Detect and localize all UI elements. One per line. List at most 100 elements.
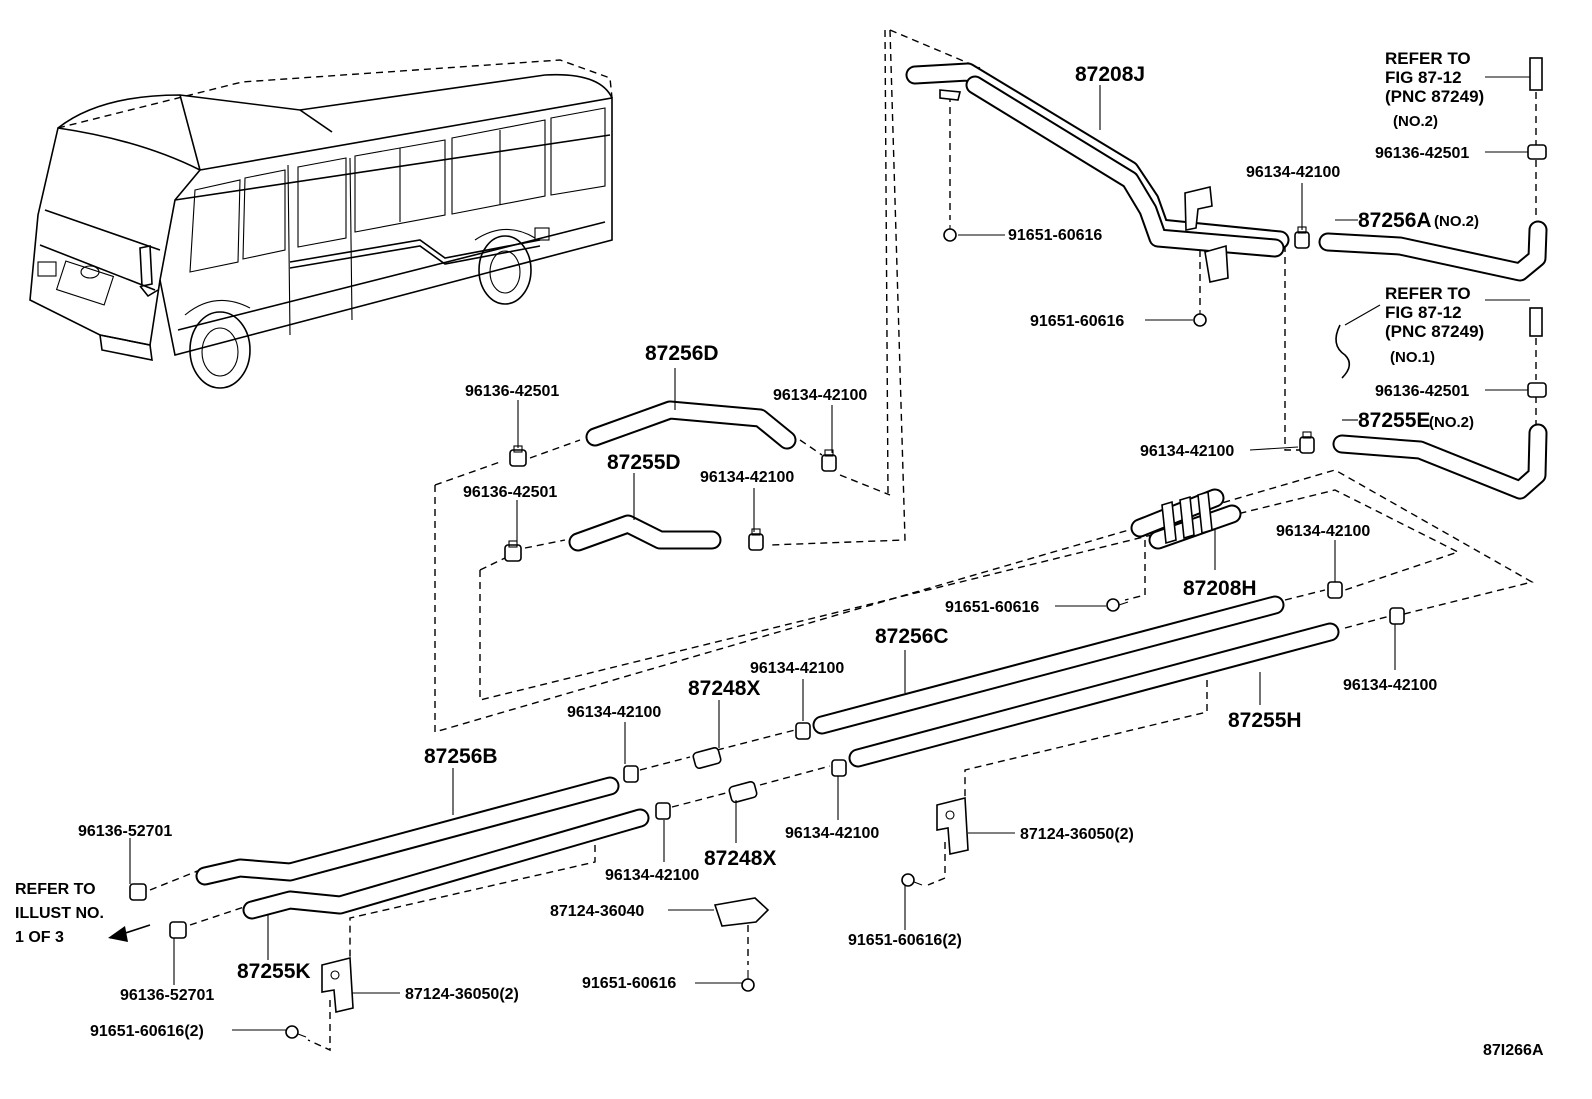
bolt (741, 970, 755, 992)
label-96134-m2: 96134-42100 (567, 704, 661, 721)
label-87255d: 87255D (607, 451, 681, 474)
label-87256c: 87256C (875, 625, 949, 648)
clamp (1299, 431, 1315, 454)
arrow-head-icon (108, 926, 128, 942)
ref-top-line4: (NO.2) (1393, 113, 1438, 130)
label-87208j: 87208J (1075, 63, 1145, 86)
label-91651-a: 91651-60616 (1008, 227, 1102, 244)
label-96136-l1: 96136-52701 (78, 823, 172, 840)
pipe-stub (1529, 307, 1543, 337)
bracket-87124 (321, 956, 354, 1013)
figure-id: 87I266A (1483, 1042, 1544, 1059)
ref-top-line1: REFER TO (1385, 49, 1471, 68)
label-96134-rr: 96134-42100 (1276, 523, 1370, 540)
clamp (748, 528, 764, 551)
label-96136-r2: 96136-42501 (1375, 383, 1469, 400)
label-96136-l2: 96136-52701 (120, 987, 214, 1004)
label-87124-b: 87124-36040 (550, 903, 644, 920)
clamp (504, 540, 522, 562)
label-96134-rr2: 96134-42100 (1343, 677, 1437, 694)
hose-87255h (848, 622, 1340, 768)
hose-87256a (1318, 220, 1548, 282)
label-96136-mb: 96136-42501 (463, 484, 557, 501)
label-87256a: 87256A (1358, 209, 1432, 232)
label-96136-r1: 96136-42501 (1375, 145, 1469, 162)
clamp (655, 802, 671, 820)
clamp (129, 883, 147, 901)
ref-left-line1: REFER TO (15, 881, 96, 898)
label-87256d: 87256D (645, 342, 719, 365)
label-96134-m1: 96134-42100 (750, 660, 844, 677)
label-87208h: 87208H (1183, 577, 1257, 600)
ref-mid-line2: FIG 87-12 (1385, 303, 1462, 322)
clamp (509, 445, 527, 467)
ref-left-line3: 1 OF 3 (15, 929, 64, 946)
clamp (1327, 581, 1343, 599)
label-87255h: 87255H (1228, 709, 1302, 732)
hose-87255d (568, 514, 722, 552)
label-87255e: 87255E (1358, 409, 1430, 432)
label-87124-a: 87124-36050(2) (1020, 826, 1134, 843)
hose-87255e (1332, 423, 1548, 500)
bolt (943, 225, 957, 242)
hose-87208j (905, 62, 1290, 283)
label-91651-c: 91651-60616(2) (848, 932, 962, 949)
label-96134-m3: 96134-42100 (605, 867, 699, 884)
label-91651-h: 91651-60616 (945, 599, 1039, 616)
clamp (1294, 226, 1310, 249)
bolt (285, 1025, 307, 1039)
hose-87256b (195, 776, 620, 886)
clamp (831, 759, 847, 777)
label-91651-e: 91651-60616(2) (90, 1023, 204, 1040)
hose-87256c (812, 595, 1285, 735)
bolt (1193, 310, 1207, 327)
part-labels: 87208J 87256D 87255D 87256A (NO.2) 87255… (15, 49, 1544, 1059)
ref-note-left: REFER TO ILLUST NO. 1 OF 3 (15, 881, 104, 946)
clamp (821, 449, 837, 472)
label-87256b: 87256B (424, 745, 498, 768)
label-87124-c: 87124-36050(2) (405, 986, 519, 1003)
label-91651-b: 91651-60616 (1030, 313, 1124, 330)
connector-87248x (728, 781, 758, 803)
connector-87248x (692, 747, 722, 769)
bracket-87124 (713, 897, 770, 927)
clamp (623, 765, 639, 783)
label-96136-ma: 96136-42501 (465, 383, 559, 400)
clamp (1527, 382, 1547, 398)
clamp (1527, 144, 1547, 160)
ref-left-line2: ILLUST NO. (15, 905, 104, 922)
label-87248x-a: 87248X (688, 677, 760, 700)
hoses (195, 62, 1548, 920)
label-96134-top: 96134-42100 (1246, 164, 1340, 181)
ref-note-top: REFER TO FIG 87-12 (PNC 87249) (NO.2) (1385, 49, 1484, 130)
clamps-and-fittings (129, 57, 1547, 1039)
ref-top-line3: (PNC 87249) (1385, 87, 1484, 106)
ref-mid-line1: REFER TO (1385, 284, 1471, 303)
bolt (901, 873, 923, 887)
hose-87208h (1130, 488, 1242, 550)
clamp (1389, 607, 1405, 625)
hose-87256d (585, 400, 797, 450)
label-96134-e: 96134-42100 (1140, 443, 1234, 460)
guide-lines (149, 29, 1537, 1052)
pipe-stub (1529, 57, 1543, 91)
bus-windows (189, 107, 606, 273)
label-96134-mb: 96134-42100 (700, 469, 794, 486)
label-91651-d: 91651-60616 (582, 975, 676, 992)
ref-mid-line3: (PNC 87249) (1385, 322, 1484, 341)
label-96134-ma: 96134-42100 (773, 387, 867, 404)
ref-mid-line4: (NO.1) (1390, 349, 1435, 366)
hose-87255k (242, 808, 650, 920)
leader-lines (108, 76, 1530, 1031)
ref-note-mid: REFER TO FIG 87-12 (PNC 87249) (NO.1) (1385, 284, 1484, 366)
label-87255k: 87255K (237, 960, 311, 983)
bus-illustration (29, 59, 613, 389)
clamp (795, 722, 811, 740)
bracket-87124 (936, 796, 969, 855)
clamp (169, 921, 187, 939)
label-no2-b: (NO.2) (1429, 414, 1474, 431)
label-no2-a: (NO.2) (1434, 213, 1479, 230)
label-87248x-b: 87248X (704, 847, 776, 870)
label-96134-m4: 96134-42100 (785, 825, 879, 842)
